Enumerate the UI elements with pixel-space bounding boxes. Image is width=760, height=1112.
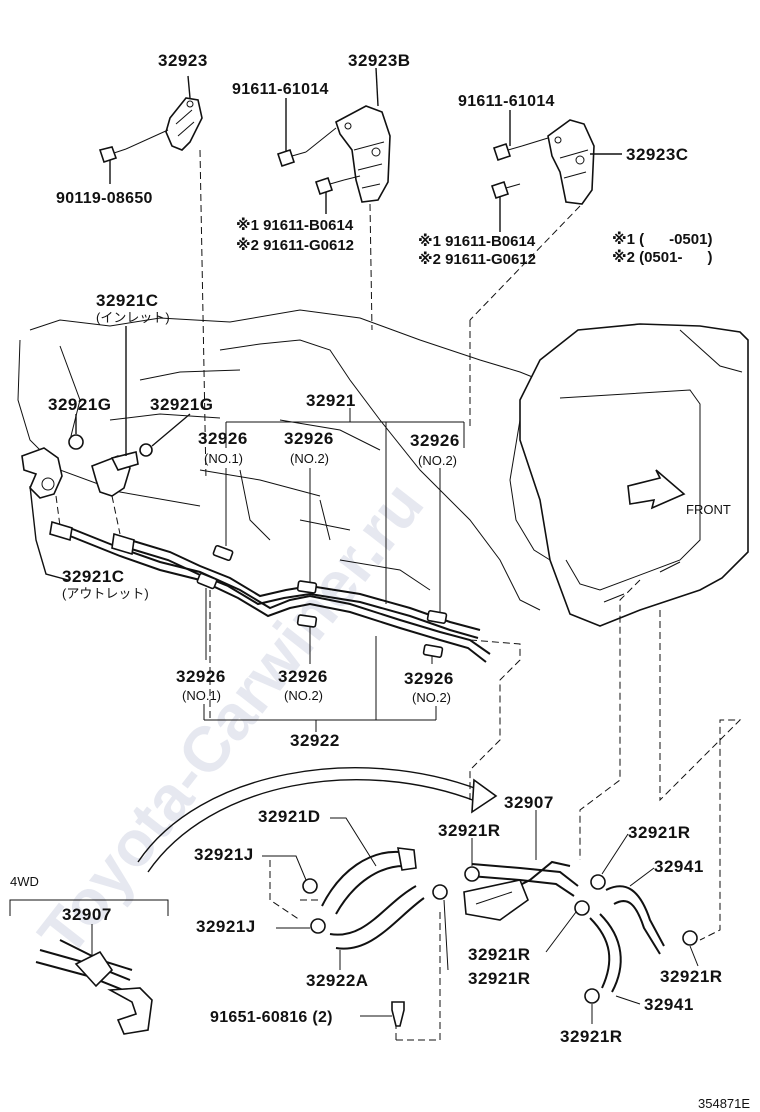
label-note1-range: ※1 ( -0501) [612, 230, 712, 248]
bolt-90119-08650 [98, 146, 127, 164]
grommet-no2-right-upper [426, 610, 448, 624]
label-no2-e: (NO.2) [284, 688, 323, 703]
grommet-no1-upper [212, 544, 234, 562]
label-bolt-91611-61014-b: 91611-61014 [458, 93, 555, 110]
clamp-32921j-1 [302, 878, 318, 894]
clamp-32921r-6 [584, 988, 600, 1004]
label-bolt-91611-61014-a: 91611-61014 [232, 81, 329, 98]
label-32923c: 32923C [626, 145, 689, 164]
bolt-91611-b0614-left [314, 176, 345, 196]
union-32921c-outlet [21, 447, 63, 499]
label-32907-top: 32907 [504, 793, 554, 812]
label-no2-c: (NO.2) [418, 453, 457, 468]
label-32926-b: 32926 [284, 429, 334, 448]
clamp-32921r-1 [464, 866, 480, 882]
hose-32922a [329, 885, 425, 950]
label-32926-c: 32926 [410, 431, 460, 450]
clamp-32921r-5 [682, 930, 698, 946]
clamp-32921r-3 [432, 884, 448, 900]
front-arrow-icon [627, 469, 686, 510]
label-outlet: (アウトレット) [62, 586, 149, 601]
gasket-32921g-left [68, 434, 84, 450]
label-no1-d: (NO.1) [182, 688, 221, 703]
clamp-32921r-4 [574, 900, 590, 916]
gasket-32921g-right [139, 443, 153, 457]
pipe-fitting-mid [111, 532, 135, 556]
label-no2-f: (NO.2) [412, 690, 451, 705]
label-32921g-right: 32921G [150, 395, 214, 414]
label-32941-1: 32941 [654, 857, 704, 876]
label-bolt-90119: 90119-08650 [56, 190, 153, 207]
clamp-32921r-2 [590, 874, 606, 890]
inset-4wd [9, 899, 169, 1035]
hose-32941-upper [605, 885, 665, 955]
hose-32921d [321, 847, 417, 915]
label-32921r-4: 32921R [468, 969, 531, 988]
label-32921r-6: 32921R [560, 1027, 623, 1046]
label-32921c-inlet: 32921C [96, 291, 159, 310]
label-inlet: (インレット) [96, 310, 170, 325]
bolt-91611-b0614-right [490, 180, 521, 200]
transmission-housing [17, 309, 749, 627]
bracket-32923b [335, 105, 391, 203]
front-label: FRONT [686, 502, 731, 517]
label-32921: 32921 [306, 391, 356, 410]
label-note1-left: ※1 91611-B0614 [236, 216, 354, 234]
cooler-line-32907 [463, 860, 579, 921]
label-32923: 32923 [158, 51, 208, 70]
bolt-91611-61014-right [492, 142, 523, 162]
label-32921r-3: 32921R [468, 945, 531, 964]
label-32921j-1: 32921J [194, 845, 254, 864]
bolt-91611-61014-left [276, 148, 307, 168]
label-bolt-91651: 91651-60816 (2) [210, 1009, 333, 1026]
label-32926-d: 32926 [176, 667, 226, 686]
label-32923b: 32923B [348, 51, 411, 70]
label-32922a: 32922A [306, 971, 369, 990]
oil-cooler-pipes [69, 527, 491, 663]
label-32926-e: 32926 [278, 667, 328, 686]
grommet-no2-lower [296, 614, 318, 628]
label-32921d: 32921D [258, 807, 321, 826]
label-32921c-outlet: 32921C [62, 567, 125, 586]
clamp-32921j-2 [310, 918, 326, 934]
grommet-no2-right-lower [422, 644, 444, 658]
hose-32941-lower [589, 913, 622, 993]
label-32921r-5: 32921R [660, 967, 723, 986]
label-32922: 32922 [290, 731, 340, 750]
bracket-32923 [165, 97, 203, 151]
label-32926-a: 32926 [198, 429, 248, 448]
label-note2-range: ※2 (0501- ) [612, 248, 712, 266]
diagram-id: 354871E [698, 1096, 750, 1111]
label-32921g-left: 32921G [48, 395, 112, 414]
label-no2-b: (NO.2) [290, 451, 329, 466]
label-32921r-2: 32921R [628, 823, 691, 842]
label-note1-right: ※1 91611-B0614 [418, 232, 536, 250]
bolt-91651-60816 [391, 1001, 405, 1027]
label-note2-left: ※2 91611-G0612 [236, 236, 354, 254]
pipe-fitting-left [49, 520, 73, 542]
curved-arrow-head-icon [471, 778, 498, 814]
label-32921j-2: 32921J [196, 917, 256, 936]
label-32921r-1: 32921R [438, 821, 501, 840]
label-32941-2: 32941 [644, 995, 694, 1014]
label-32926-f: 32926 [404, 669, 454, 688]
label-4wd: 4WD [10, 874, 39, 889]
grommet-no2-upper [296, 580, 318, 594]
bracket-32923c [547, 119, 595, 205]
label-32907-4wd: 32907 [62, 905, 112, 924]
grommet-no1-lower [196, 572, 218, 590]
union-32921c-inlet [91, 451, 139, 497]
label-note2-right: ※2 91611-G0612 [418, 250, 536, 268]
label-no1-a: (NO.1) [204, 451, 243, 466]
